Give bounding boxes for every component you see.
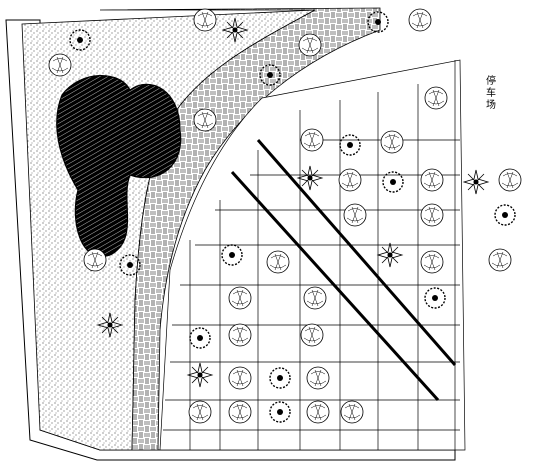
drive-line-2 bbox=[230, 170, 440, 402]
drive-line-1 bbox=[256, 139, 457, 366]
paved-walkway bbox=[99, 7, 381, 451]
pond bbox=[56, 75, 182, 258]
parking-lot-label: 停车场 bbox=[486, 76, 497, 111]
